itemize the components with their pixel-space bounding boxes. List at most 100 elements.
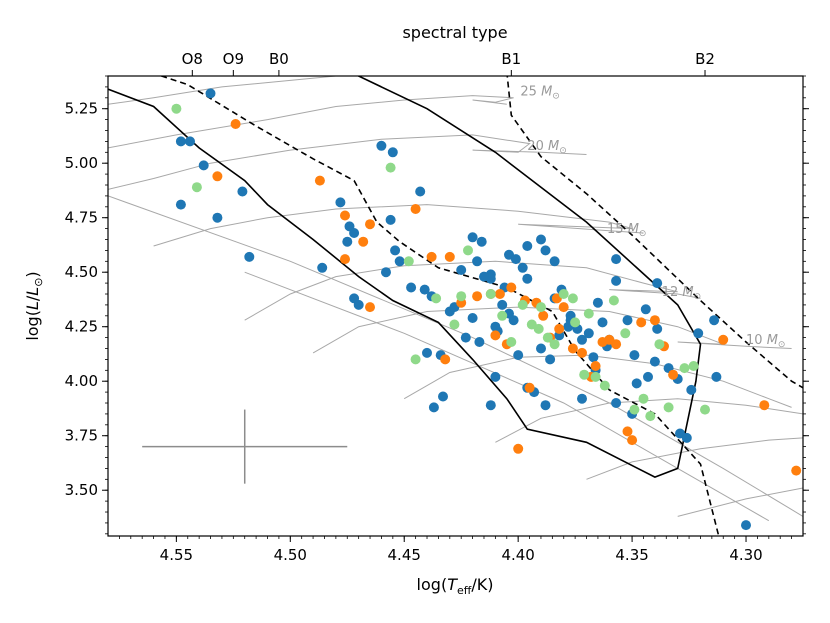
point-blue-2 [185,136,195,147]
track-3 [153,204,644,247]
boundary-lines [108,76,803,536]
point-blue-66 [536,343,546,354]
y-tick-label-0: 3.50 [65,481,98,499]
point-blue-84 [456,265,467,275]
point-blue-56 [693,328,704,339]
point-blue-79 [508,315,519,326]
point-green-24 [645,411,656,422]
point-green-2 [385,162,396,173]
y-tick-label-3: 4.25 [65,318,98,336]
point-blue-12 [342,236,353,247]
point-orange-27 [622,426,633,437]
point-green-34 [583,308,594,319]
point-green-16 [570,317,581,328]
point-blue-45 [611,254,622,265]
mass-label-1: 20 M⊙ [527,139,566,156]
spectral-label-1: O9 [223,50,244,68]
point-blue-58 [649,356,660,367]
spectral-label-0: O8 [182,50,203,68]
point-blue-73 [460,332,471,343]
spectral-label-4: B2 [695,50,715,68]
y-tick-label-1: 3.75 [65,427,98,445]
point-orange-1 [212,171,223,182]
point-green-7 [463,245,473,256]
point-orange-18 [538,310,549,321]
point-blue-88 [577,393,587,404]
point-blue-41 [583,328,594,339]
point-green-27 [679,363,690,374]
point-blue-54 [681,432,692,443]
point-blue-57 [711,371,722,382]
point-orange-2 [314,175,325,186]
y-tick-label-5: 4.75 [65,209,98,227]
point-blue-65 [545,354,556,365]
point-blue-69 [490,371,501,382]
boundary-solid [108,76,702,478]
x-tick-label-0: 4.55 [160,546,193,564]
track-2 [108,134,587,190]
point-orange-3 [340,210,350,221]
point-orange-43 [490,330,501,341]
y-tick-label-2: 4.00 [65,372,98,390]
track-10 [108,195,803,517]
point-orange-36 [524,382,535,393]
point-orange-42 [444,251,455,262]
point-blue-20 [415,186,426,197]
point-blue-77 [422,347,432,358]
point-green-6 [456,291,467,302]
point-blue-8 [317,262,328,273]
point-blue-71 [474,337,485,347]
point-blue-93 [741,520,751,531]
point-blue-72 [467,313,478,323]
point-blue-83 [472,256,483,267]
spectral-label-3: B1 [501,50,521,68]
mass-label-3: 12 M⊙ [662,285,701,302]
point-blue-34 [522,241,533,251]
point-blue-62 [577,334,587,345]
point-blue-3 [198,160,209,171]
point-green-25 [654,339,665,350]
point-green-26 [663,402,674,413]
point-orange-10 [440,354,451,365]
point-blue-32 [517,262,528,273]
point-green-17 [579,369,590,380]
point-blue-16 [390,245,401,256]
point-orange-14 [494,289,505,299]
point-orange-7 [365,302,375,313]
track-1 [108,95,514,149]
point-orange-12 [472,291,483,302]
point-blue-59 [631,378,642,389]
point-blue-33 [522,273,533,284]
point-green-32 [536,302,546,313]
point-orange-23 [577,347,587,358]
point-blue-48 [640,304,651,315]
point-blue-76 [428,402,439,413]
point-blue-50 [652,323,663,334]
point-blue-37 [549,256,560,267]
track-4 [244,260,701,321]
point-green-21 [620,328,631,339]
point-blue-91 [387,147,398,158]
point-green-10 [517,299,528,310]
point-green-15 [558,289,569,299]
point-orange-6 [340,254,350,265]
x-tick-label-5: 4.30 [729,546,762,564]
y-tick-label-6: 5.00 [65,154,98,172]
point-blue-24 [467,232,478,243]
boundary-dashed-inner [159,76,720,536]
point-blue-75 [438,391,448,402]
point-blue-80 [497,299,508,310]
point-green-28 [688,361,699,371]
top-axis-label: spectral type [402,23,507,42]
point-green-14 [549,339,560,350]
mass-label-2: 15 M⊙ [607,222,646,239]
mass-label-4: 10 M⊙ [746,333,785,350]
track-6 [403,354,792,408]
point-orange-40 [627,435,638,446]
mass-label-0: 25 M⊙ [520,85,559,102]
y-tick-label-4: 4.50 [65,263,98,281]
point-blue-47 [629,350,640,361]
point-blue-82 [479,271,489,282]
point-green-3 [403,256,414,267]
